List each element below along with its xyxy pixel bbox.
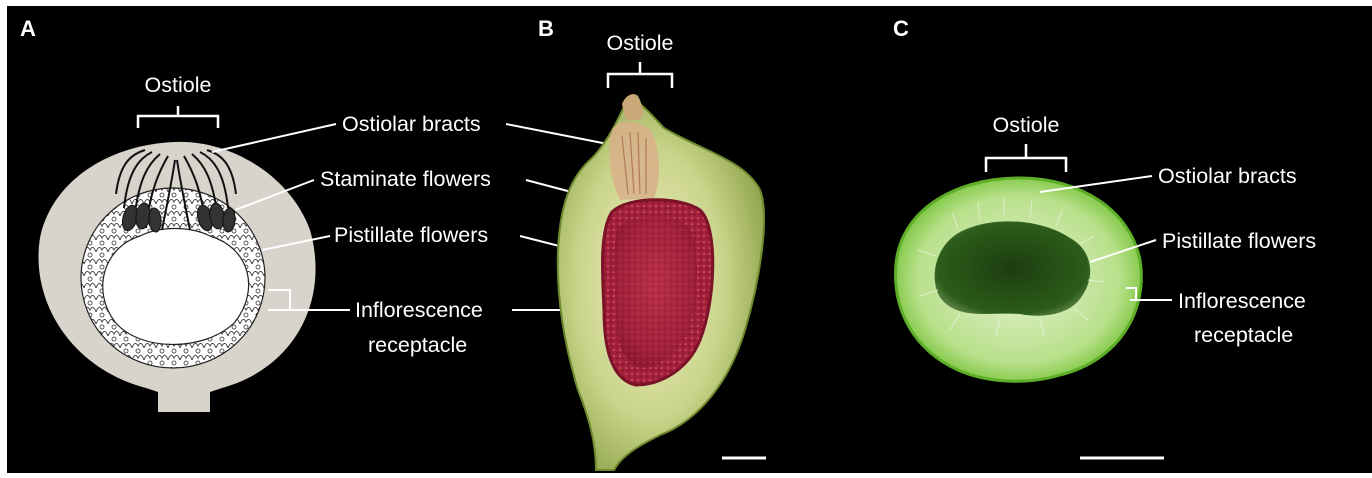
border-strip: [0, 0, 7, 473]
staminate-flowers-label-a: Staminate flowers: [320, 167, 491, 191]
panel-b-letter: B: [538, 16, 554, 41]
ostiole-label-b: Ostiole: [607, 31, 674, 55]
ostiolar-bracts-label-c: Ostiolar bracts: [1158, 164, 1297, 188]
ostiole-label-a: Ostiole: [145, 73, 212, 97]
border-strip-top: [0, 0, 1372, 6]
panel-a-letter: A: [20, 16, 36, 41]
inflorescence-label-c-line2: receptacle: [1194, 323, 1293, 347]
fig-cavity: [103, 229, 249, 345]
panel-c-letter: C: [893, 16, 909, 41]
inflorescence-label-a-line1: Inflorescence: [355, 298, 483, 322]
ostiolar-bracts-label-a: Ostiolar bracts: [342, 112, 481, 136]
pistillate-flowers-label-c: Pistillate flowers: [1162, 229, 1316, 253]
inflorescence-label-c-line1: Inflorescence: [1178, 289, 1306, 313]
pistillate-flowers-label-a: Pistillate flowers: [334, 223, 488, 247]
ostiole-label-c: Ostiole: [993, 113, 1060, 137]
inflorescence-label-a-line2: receptacle: [368, 333, 467, 357]
